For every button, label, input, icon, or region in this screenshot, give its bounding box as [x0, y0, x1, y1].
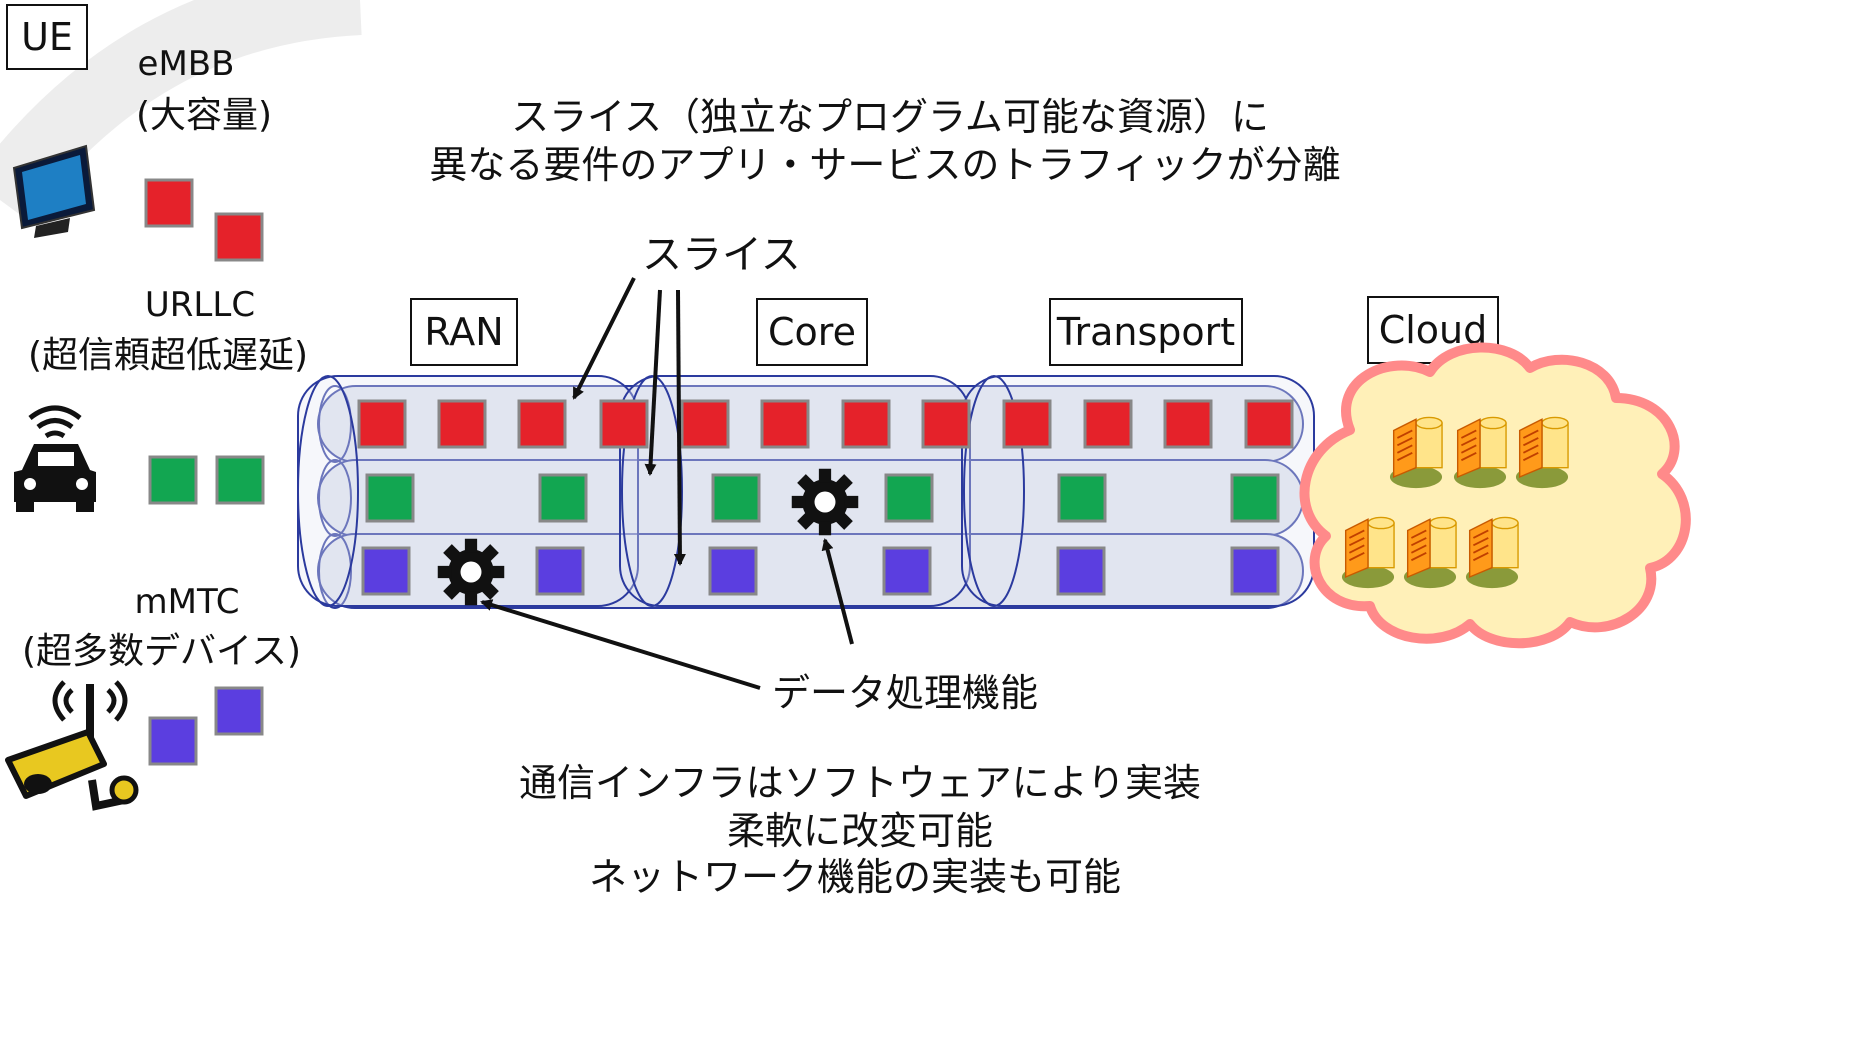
cloud-icon: [1299, 342, 1691, 649]
watermark-arc: [0, 0, 362, 221]
server-icon: [1341, 516, 1395, 590]
server-icon: [1515, 416, 1569, 490]
ue-box: UE: [6, 4, 88, 70]
footer-line1: 通信インフラはソフトウェアにより実装: [518, 761, 1202, 805]
slice-arrows: [572, 277, 686, 566]
iot-camera-icon: [5, 680, 139, 811]
segment-core-label: Core: [768, 310, 856, 354]
packets-mmtc: [361, 546, 1280, 596]
headline-line1: スライス（独立なプログラム可能な資源）に: [511, 95, 1269, 139]
segment-ran-label: RAN: [424, 310, 504, 354]
server-icon: [1389, 416, 1443, 490]
server-icon: [1453, 416, 1507, 490]
legend-packets-urllc: [148, 455, 265, 505]
segment-ran: RAN: [410, 298, 518, 366]
processing-arrows: [480, 538, 854, 690]
connected-car-icon: [14, 405, 96, 512]
server-icon: [1465, 516, 1519, 590]
embb-name: eMBB: [137, 44, 235, 84]
processing-label: データ処理機能: [772, 671, 1039, 715]
packets-embb: [357, 399, 1294, 449]
footer-line2: 柔軟に改変可能: [726, 809, 993, 853]
headline-line2: 異なる要件のアプリ・サービスのトラフィックが分離: [429, 143, 1341, 187]
embb-desc: (大容量): [136, 95, 273, 136]
monitor-icon: [12, 144, 96, 238]
segment-core: Core: [756, 298, 868, 366]
gear-icon: [437, 538, 505, 606]
mmtc-name: mMTC: [134, 582, 240, 622]
ue-box-label: UE: [21, 15, 73, 59]
slice-label: スライス: [642, 232, 801, 278]
server-icon: [1403, 516, 1457, 590]
urllc-desc: (超信頼超低遅延): [28, 335, 309, 376]
legend-packets-embb: [144, 178, 264, 262]
mmtc-desc: (超多数デバイス): [22, 631, 302, 672]
segment-transport: Transport: [1049, 298, 1243, 366]
legend-packets-mmtc: [148, 686, 264, 766]
packets-urllc: [365, 473, 1280, 523]
urllc-name: URLLC: [144, 285, 256, 325]
gear-icon: [791, 468, 859, 536]
segment-transport-label: Transport: [1056, 310, 1236, 354]
footer-line3: ネットワーク機能の実装も可能: [588, 855, 1121, 899]
